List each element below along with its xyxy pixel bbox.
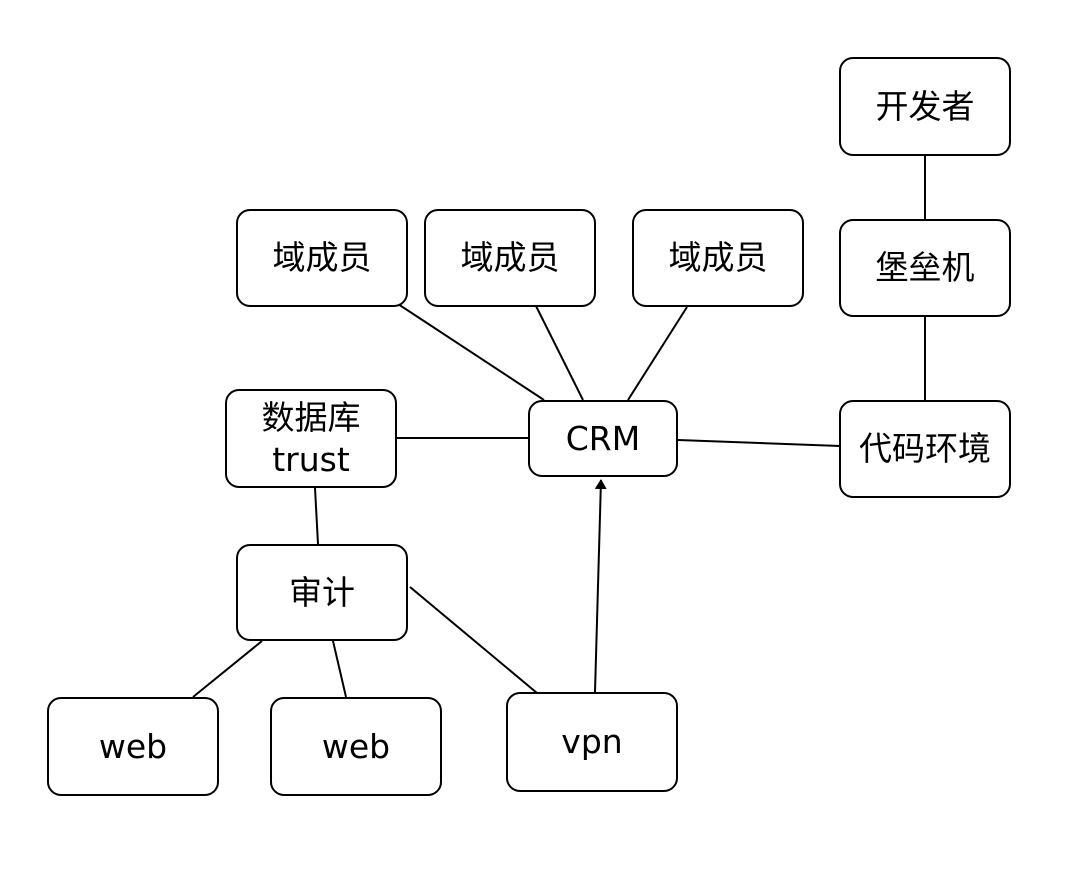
node-database-label-line1: 数据库 [261,398,361,438]
node-bastion-label: 堡垒机 [875,248,975,288]
node-developer-label: 开发者 [875,86,975,126]
node-code-env-label: 代码环境 [859,429,991,469]
edge-audit-web-1 [192,640,263,698]
edge-domain-member-3-crm [627,306,688,401]
node-audit-label: 审计 [289,572,355,612]
node-database-label-line2: trust [272,439,350,479]
node-domain-member-3: 域成员 [632,209,804,307]
node-domain-member-1: 域成员 [236,209,408,307]
node-crm: CRM [528,400,678,477]
node-web-2: web [270,697,442,796]
node-developer: 开发者 [839,57,1011,156]
node-crm-label: CRM [565,418,641,458]
node-vpn-label: vpn [561,722,623,762]
node-domain-member-2: 域成员 [424,209,596,307]
node-web-2-label: web [321,726,391,766]
edge-database-audit [314,487,319,545]
node-domain-member-3-label: 域成员 [668,238,768,278]
node-database: 数据库 trust [225,389,397,488]
node-web-1-label: web [98,726,168,766]
edge-crm-code-env [677,439,841,447]
node-code-env: 代码环境 [839,400,1011,498]
node-bastion: 堡垒机 [839,219,1011,317]
edge-domain-member-2-crm [535,305,584,401]
node-domain-member-1-label: 域成员 [272,238,372,278]
node-vpn: vpn [506,692,678,792]
edge-vpn-crm-arrow [594,479,607,693]
node-web-1: web [47,697,219,796]
edge-audit-vpn [409,586,538,694]
edge-audit-web-2 [332,640,347,698]
node-domain-member-2-label: 域成员 [460,238,560,278]
edge-domain-member-1-crm [397,303,545,401]
node-audit: 审计 [236,544,408,641]
